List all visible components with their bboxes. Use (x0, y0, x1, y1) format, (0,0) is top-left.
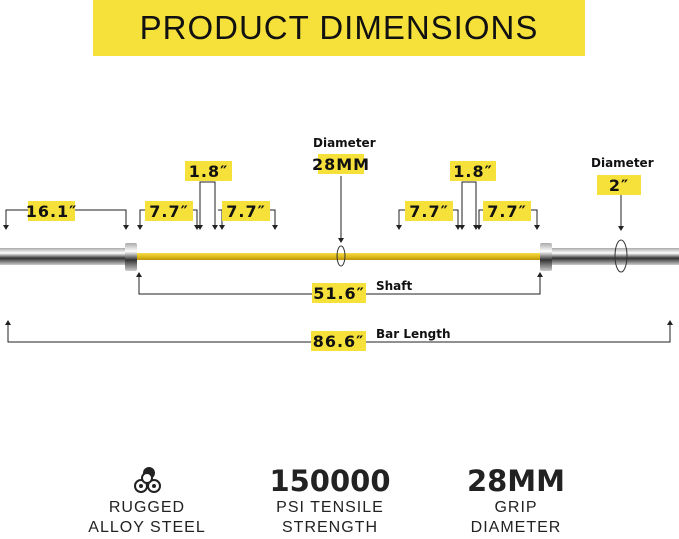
page-title: PRODUCT DIMENSIONS (139, 9, 539, 46)
grip-diameter-tag: 28MM (311, 154, 371, 174)
shaft-length-tag: 51.6″ (312, 283, 366, 303)
steel-rods-icon (57, 464, 237, 498)
feature-steel: RUGGED ALLOY STEEL (57, 464, 237, 538)
left-grip-a-tag: 7.7″ (145, 201, 193, 221)
grip-value: 28MM (466, 464, 566, 498)
feature-steel-line1: RUGGED (108, 499, 186, 516)
feature-tensile: 150000 PSI TENSILE STRENGTH (240, 464, 420, 538)
tensile-value: 150000 (269, 464, 391, 498)
left-grip-b-tag: 7.7″ (222, 201, 270, 221)
sleeve-length-tag: 16.1″ (25, 201, 78, 221)
shaft-label: Shaft (376, 279, 413, 293)
sleeve-diameter-tag: 2″ (597, 175, 641, 195)
title-banner: PRODUCT DIMENSIONS (93, 0, 585, 56)
right-grip-b-tag: 7.7″ (483, 201, 531, 221)
right-gap-tag: 1.8″ (450, 161, 496, 181)
feature-grip-line1: GRIP (494, 499, 538, 516)
right-grip-a-tag: 7.7″ (405, 201, 453, 221)
feature-grip: 28MM GRIP DIAMETER (426, 464, 606, 538)
feature-tensile-line1: PSI TENSILE (276, 499, 384, 516)
feature-tensile-line2: STRENGTH (282, 519, 378, 536)
left-sleeve (0, 248, 127, 265)
right-collar (540, 243, 552, 271)
feature-steel-line2: ALLOY STEEL (88, 519, 206, 536)
bar-length-label: Bar Length (376, 327, 451, 341)
sleeve-diameter-label: Diameter (591, 156, 654, 170)
shaft (137, 253, 541, 260)
left-collar (125, 243, 137, 271)
bar-length-tag: 86.6″ (311, 331, 366, 351)
left-gap-tag: 1.8″ (185, 161, 232, 181)
grip-diameter-label: Diameter (313, 136, 376, 150)
feature-grip-line2: DIAMETER (470, 519, 562, 536)
